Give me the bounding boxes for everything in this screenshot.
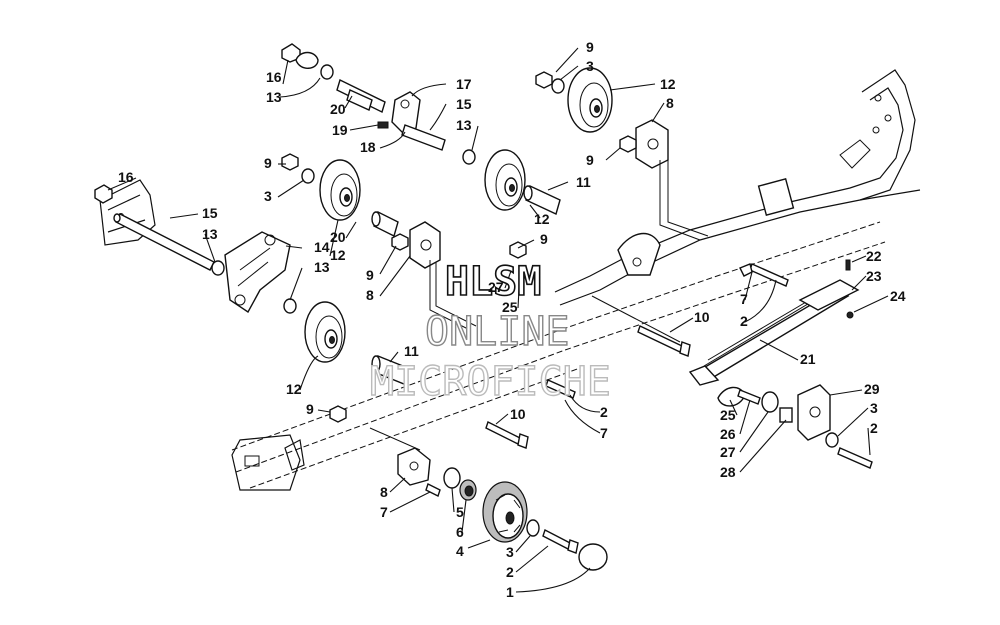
callout-17: 17 [456,76,472,92]
callout-12: 12 [286,381,302,397]
callout-7: 7 [600,425,608,441]
idler-wheel-top-right [535,67,613,133]
callout-15: 15 [202,205,218,221]
upper-left-hardware [94,43,334,204]
callout-2: 2 [506,564,514,580]
callout-10: 10 [510,406,526,422]
callout-9: 9 [306,401,314,417]
callout-4: 4 [456,543,464,559]
shaft-15-left [113,213,225,276]
front-wheel-4 [443,467,608,571]
callout-3: 3 [586,58,594,74]
idler-wheel-mid [462,149,526,211]
callout-26: 26 [720,426,736,442]
leader-lines [107,47,889,593]
axle-lines [369,160,709,451]
callout-3: 3 [264,188,272,204]
watermark: MICROFICHE ONLINE HLSM [369,258,611,406]
callout-13: 13 [266,89,282,105]
callout-24: 24 [890,288,906,304]
callout-22: 22 [866,248,882,264]
callout-9: 9 [366,267,374,283]
callout-1: 1 [506,584,514,600]
callout-15: 15 [456,96,472,112]
callout-labels: 16 13 20 19 18 17 15 13 9 3 12 8 9 11 12… [118,39,906,600]
right-frame-rail [554,69,921,306]
axle-brackets [329,119,669,486]
callout-8: 8 [666,95,674,111]
callout-18: 18 [360,139,376,155]
callout-16: 16 [266,69,282,85]
idler-wheel-lower-left [304,301,346,363]
callout-13: 13 [314,259,330,275]
callout-7: 7 [380,504,388,520]
callout-9: 9 [540,231,548,247]
callout-21: 21 [800,351,816,367]
callout-6: 6 [456,524,464,540]
callout-8: 8 [380,484,388,500]
callout-25: 25 [720,407,736,423]
callout-29: 29 [864,381,880,397]
callout-23: 23 [866,268,882,284]
callout-16: 16 [118,169,134,185]
watermark-line-1: HLSM [445,259,541,305]
lower-slide-rail [231,221,886,491]
callout-7: 7 [740,291,748,307]
callout-14: 14 [314,239,330,255]
callout-19: 19 [332,122,348,138]
callout-11: 11 [404,343,419,359]
callout-9: 9 [264,155,272,171]
watermark-line-3: MICROFICHE [370,359,611,405]
pivot-arm-14 [224,231,297,314]
callout-13: 13 [456,117,472,133]
callout-9: 9 [586,152,594,168]
callout-2: 2 [740,313,748,329]
callout-9: 9 [586,39,594,55]
callout-27: 27 [488,279,504,295]
callout-20: 20 [330,101,346,117]
callout-12: 12 [330,247,346,263]
callout-5: 5 [456,504,464,520]
callout-10: 10 [694,309,710,325]
watermark-line-2: ONLINE [425,309,570,355]
limiter-strap-21 [688,259,860,448]
callout-11: 11 [576,174,591,190]
idler-wheel-upper-left [281,153,361,221]
callout-25: 25 [502,299,518,315]
callout-12: 12 [660,76,676,92]
callout-2: 2 [600,404,608,420]
callout-8: 8 [366,287,374,303]
callout-12: 12 [534,211,550,227]
callout-2: 2 [870,420,878,436]
spacer-parts [346,89,561,385]
callout-3: 3 [870,400,878,416]
callout-13: 13 [202,226,218,242]
upper-pivot-arm [336,79,446,151]
callout-20: 20 [330,229,346,245]
callout-3: 3 [506,544,514,560]
callout-28: 28 [720,464,736,480]
callout-27: 27 [720,444,736,460]
bolts [425,263,873,554]
